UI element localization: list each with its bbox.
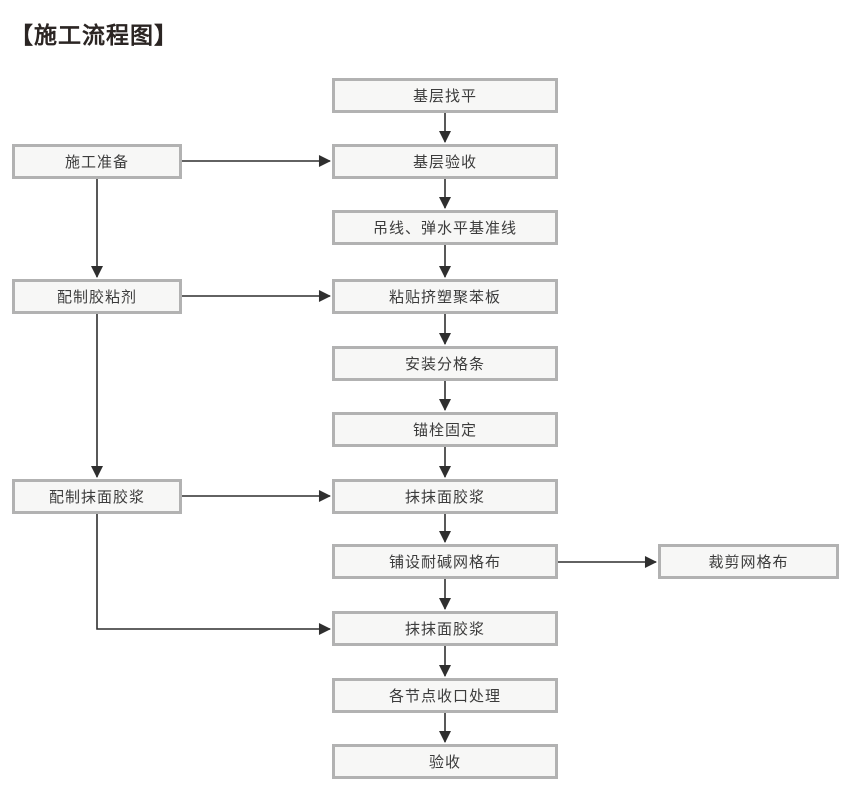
flow-step-plaster-coat-1: 抹抹面胶浆 [332, 479, 558, 514]
flow-step-install-strips: 安装分格条 [332, 346, 558, 381]
flow-step-node-treatment: 各节点收口处理 [332, 678, 558, 713]
flow-step-paste-boards: 粘贴挤塑聚苯板 [332, 279, 558, 314]
flow-step-construction-prep: 施工准备 [12, 144, 182, 179]
flow-step-base-acceptance: 基层验收 [332, 144, 558, 179]
flow-step-cut-mesh: 裁剪网格布 [658, 544, 839, 579]
flow-step-base-leveling: 基层找平 [332, 78, 558, 113]
flow-step-lay-mesh: 铺设耐碱网格布 [332, 544, 558, 579]
flow-step-final-acceptance: 验收 [332, 744, 558, 779]
page-title: 【施工流程图】 [10, 22, 178, 48]
flow-step-anchor-fixing: 锚栓固定 [332, 412, 558, 447]
flow-step-prepare-adhesive: 配制胶粘剂 [12, 279, 182, 314]
flow-step-prepare-plaster: 配制抹面胶浆 [12, 479, 182, 514]
flow-step-plaster-coat-2: 抹抹面胶浆 [332, 611, 558, 646]
flow-step-reference-lines: 吊线、弹水平基准线 [332, 210, 558, 245]
